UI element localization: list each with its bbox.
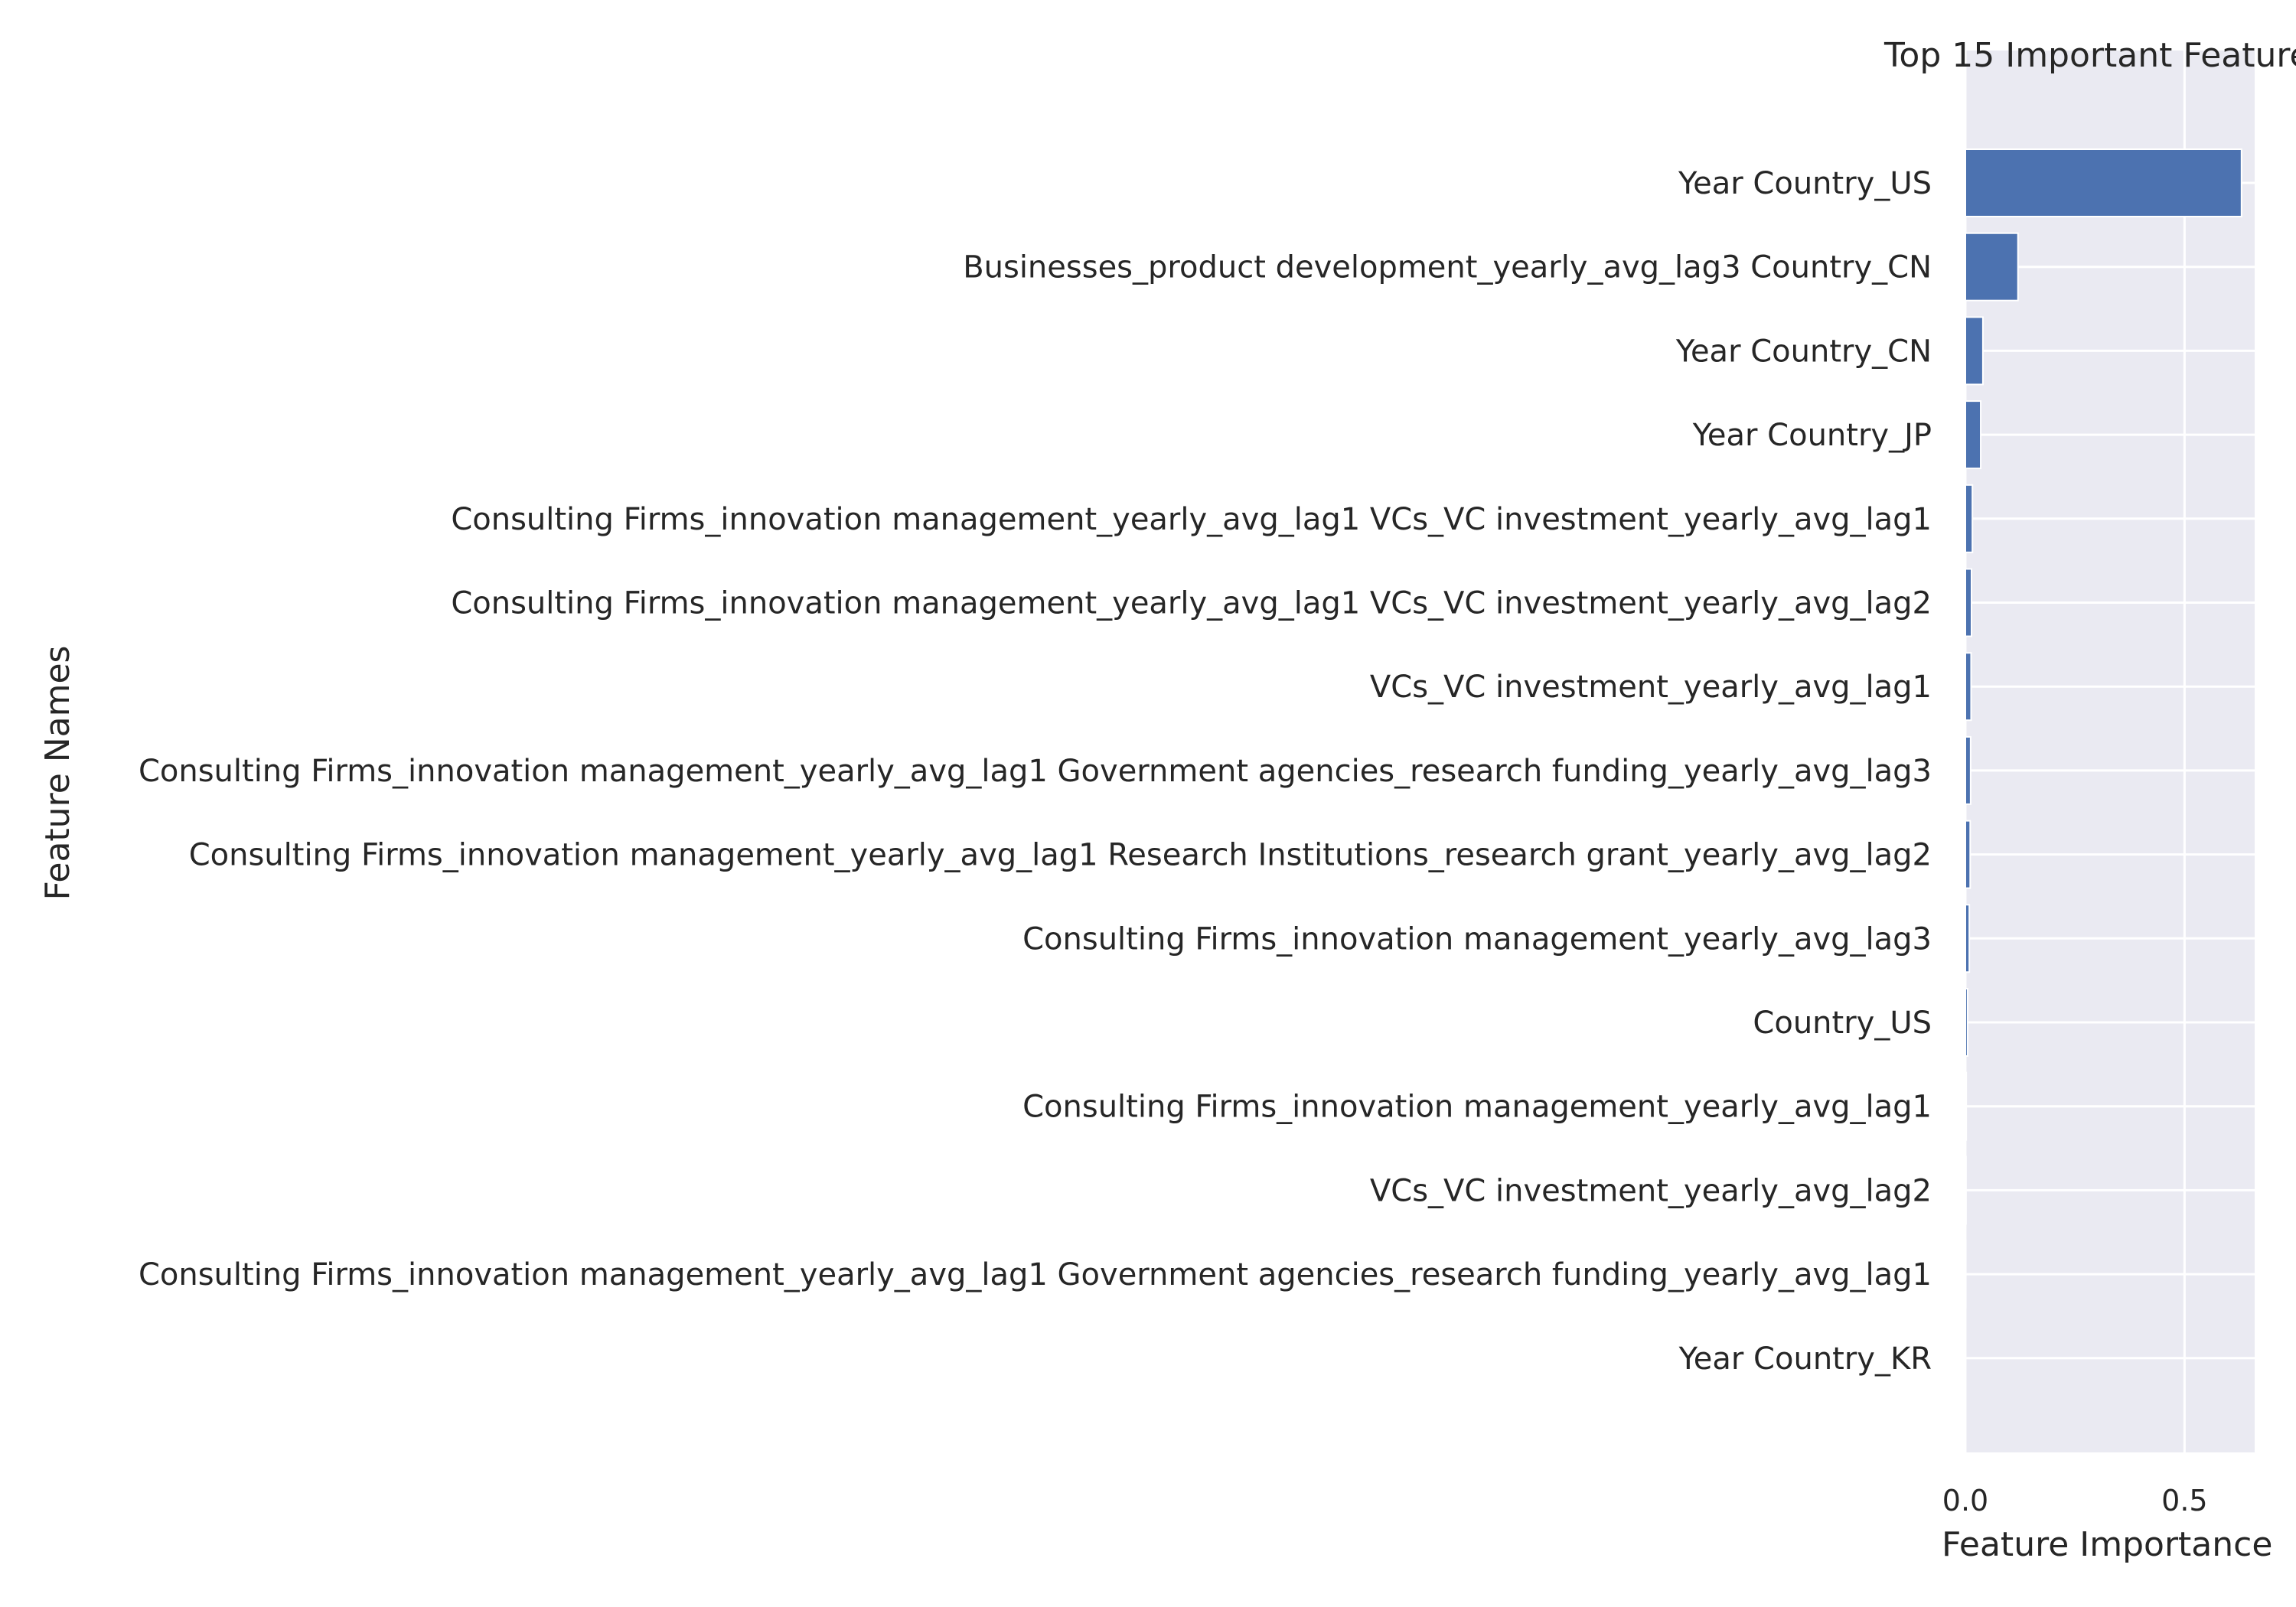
x-axis-label: Feature Importance — [1942, 1525, 2272, 1564]
bar — [1965, 988, 1968, 1057]
bar — [1965, 400, 1982, 470]
y-tick-label: Year Country_US — [1678, 166, 1932, 201]
bar — [1965, 904, 1971, 973]
y-tick-labels: Year Country_US Businesses_product develo… — [139, 166, 1932, 1377]
y-tick-label: Country_US — [1753, 1006, 1932, 1041]
y-tick-label: Consulting Firms_innovation management_y… — [189, 838, 1932, 873]
y-tick-label: Consulting Firms_innovation management_y… — [1022, 1090, 1932, 1125]
y-tick-label: Year Country_CN — [1675, 334, 1932, 369]
y-tick-label: Consulting Firms_innovation management_y… — [451, 502, 1932, 537]
bar — [1965, 568, 1973, 637]
chart-title: Top 15 Important Feature — [1883, 36, 2296, 75]
y-tick-label: VCs_VC investment_yearly_avg_lag2 — [1370, 1173, 1932, 1208]
bar — [1965, 148, 2242, 217]
y-tick-label: Year Country_JP — [1692, 418, 1932, 453]
y-axis-label: Feature Names — [38, 646, 77, 901]
y-tick-label: VCs_VC investment_yearly_avg_lag1 — [1370, 670, 1932, 705]
x-tick-labels: 0.0 0.5 — [1942, 1484, 2208, 1517]
bar — [1965, 1240, 1967, 1309]
y-tick-label: Year Country_KR — [1678, 1341, 1932, 1377]
y-tick-label: Businesses_product development_yearly_av… — [963, 250, 1932, 285]
y-tick-label: Consulting Firms_innovation management_y… — [139, 1257, 1932, 1292]
bar — [1965, 652, 1972, 722]
bar — [1965, 820, 1971, 889]
bar — [1965, 1071, 1968, 1141]
x-tick-label: 0.0 — [1942, 1484, 1988, 1517]
bar — [1965, 232, 2019, 302]
bar — [1965, 735, 1971, 805]
y-tick-label: Consulting Firms_innovation management_y… — [1022, 921, 1932, 957]
y-tick-label: Consulting Firms_innovation management_y… — [139, 754, 1932, 789]
bar — [1965, 484, 1974, 553]
bar — [1965, 316, 1984, 386]
y-tick-label: Consulting Firms_innovation management_y… — [451, 586, 1932, 621]
bar — [1965, 1156, 1967, 1225]
x-tick-label: 0.5 — [2161, 1484, 2207, 1517]
bars — [1965, 148, 2242, 1393]
